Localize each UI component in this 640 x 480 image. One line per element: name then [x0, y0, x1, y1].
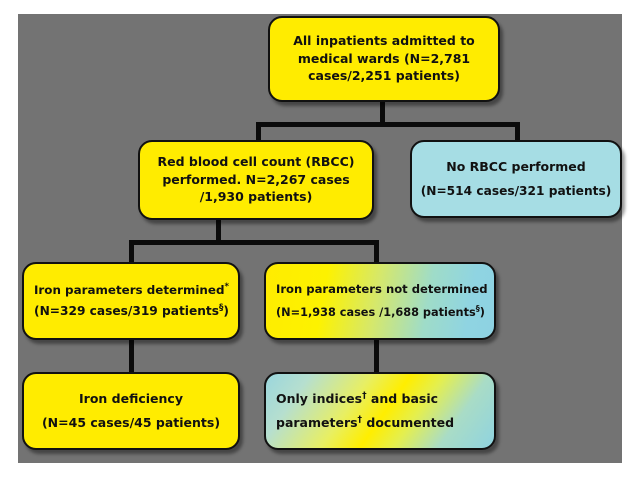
node-line: Iron parameters not determined [276, 281, 488, 296]
node-line: /1,930 patients) [199, 189, 313, 205]
node-line: (N=329 cases/319 patients§) [34, 302, 229, 318]
node-line: cases/2,251 patients) [308, 68, 460, 84]
node-only-indices-documented[interactable]: Only indices† and basic parameters† docu… [264, 372, 496, 450]
node-line: All inpatients admitted to [293, 33, 475, 49]
node-line: (N=514 cases/321 patients) [420, 184, 612, 199]
node-line: (N=1,938 cases /1,688 patients§) [276, 303, 485, 320]
node-line: Only indices† and basic [276, 390, 439, 406]
connector-level1-bar [256, 122, 520, 127]
connector-top-stem [380, 100, 385, 126]
node-no-rbcc-performed[interactable]: No RBCC performed (N=514 cases/321 patie… [410, 140, 622, 218]
connector-level2-bar [129, 240, 379, 245]
node-rbcc-performed[interactable]: Red blood cell count (RBCC) performed. N… [138, 140, 374, 220]
connector-to-iron-determined [129, 240, 134, 264]
connector-rbcc-stem [216, 218, 221, 242]
connector-to-no-rbcc [515, 122, 520, 142]
node-iron-deficiency[interactable]: Iron deficiency (N=45 cases/45 patients) [22, 372, 240, 450]
node-line: medical wards (N=2,781 [297, 50, 471, 66]
node-iron-parameters-determined[interactable]: Iron parameters determined* (N=329 cases… [22, 262, 240, 340]
connector-iron-determined-to-deficiency [129, 338, 134, 374]
node-line: (N=45 cases/45 patients) [41, 415, 221, 430]
node-line: No RBCC performed [446, 158, 586, 174]
node-line: Iron deficiency [79, 390, 183, 406]
node-iron-parameters-not-determined[interactable]: Iron parameters not determined (N=1,938 … [264, 262, 496, 340]
node-line: performed. N=2,267 cases [162, 171, 350, 187]
node-line: parameters† documented [276, 414, 455, 430]
node-line: Iron parameters determined* [34, 281, 229, 297]
node-line: Red blood cell count (RBCC) [157, 154, 355, 170]
connector-to-iron-not-determined [374, 240, 379, 264]
node-all-inpatients[interactable]: All inpatients admitted to medical wards… [268, 16, 500, 102]
connector-to-rbcc [256, 122, 261, 142]
connector-not-determined-to-indices [374, 338, 379, 374]
